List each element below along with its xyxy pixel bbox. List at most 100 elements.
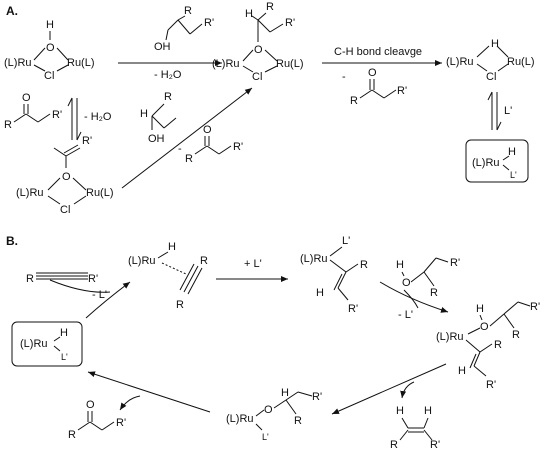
svg-text:OH: OH [148,133,165,145]
alkyne-joining-curve [49,279,111,293]
svg-text:R': R' [348,303,358,315]
svg-text:H: H [508,146,516,158]
alcohol-reagent-b: H O R' R [396,257,460,299]
panel-b-label: B. [6,234,18,248]
svg-text:R': R' [530,301,540,313]
ch-cleavage-label: C-H bond cleavge [334,46,422,58]
arrow-a3 [121,87,253,189]
svg-text:R': R' [82,135,92,147]
svg-text:(L)Ru: (L)Ru [436,331,464,343]
alkene-release-arrow [400,381,415,399]
ru-alkoxide-complex: (L)Ru O H R' R L' [226,387,322,442]
svg-text:O: O [264,404,273,416]
ru-enolate-dimer: R' O (L)Ru Ru(L) Cl [16,135,114,216]
panel-a-label: A. [6,4,18,18]
svg-text:R: R [266,1,274,13]
svg-text:O: O [22,92,31,104]
svg-text:R: R [200,255,208,267]
alcohol-joining-curve [403,289,419,309]
svg-text:Ru(L): Ru(L) [86,187,114,199]
alcohol-reagent-2: R H OH [140,91,177,145]
svg-text:O: O [368,67,377,79]
equilibrium-arrows-right [487,91,502,131]
svg-text:O: O [254,44,263,56]
ru-hydroxo-dimer: H O (L)Ru Ru(L) Cl [4,19,95,82]
svg-text:O: O [480,321,489,333]
equilibrium-arrows-left [67,97,82,141]
svg-text:R: R [26,273,34,285]
svg-text:H: H [316,287,324,299]
svg-text:R': R' [312,391,322,403]
arrow-b5 [87,371,211,413]
minus-l-1: - L' [92,289,107,301]
svg-text:L': L' [61,352,68,362]
svg-text:H: H [424,405,432,417]
ru-alkoxo-dimer: R H R' O (L)Ru Ru(L) Cl [212,1,304,83]
svg-text:O: O [203,124,212,136]
svg-text:R: R [294,415,302,427]
boxed-ru-hydride-b: (L)Ru H L' [11,321,83,367]
svg-text:O: O [62,171,71,183]
ru-vinyl-complex: (L)Ru L' R H R' [300,235,368,315]
svg-text:L': L' [510,170,517,180]
plus-l-label: + L' [244,258,262,270]
svg-text:-: - [342,71,346,83]
ketone-product: O R R' [68,399,126,441]
svg-text:R: R [350,95,358,107]
svg-text:R': R' [430,439,440,451]
svg-text:Cl: Cl [486,71,496,83]
alkene-product: H H R R' [390,405,440,451]
svg-text:Ru(L): Ru(L) [507,56,535,68]
svg-text:R': R' [88,273,98,285]
svg-text:(L)Ru: (L)Ru [446,56,474,68]
svg-text:R: R [4,119,12,131]
minus-water-1: - H₂O [154,69,182,81]
svg-text:H: H [458,365,466,377]
svg-text:R': R' [285,17,295,29]
alkyne: R R' [26,272,98,285]
svg-text:O: O [46,42,55,54]
arrow-b4 [331,363,447,415]
svg-text:R': R' [204,17,214,29]
svg-text:(L)Ru: (L)Ru [20,338,48,350]
ligand-l-label: L' [504,105,512,117]
svg-text:H: H [396,259,404,271]
svg-text:R': R' [450,257,460,269]
svg-text:(L)Ru: (L)Ru [128,255,156,267]
svg-text:R: R [360,259,368,271]
svg-text:(L)Ru: (L)Ru [16,187,44,199]
minus-water-2: - H₂O [84,111,112,123]
svg-text:H: H [281,387,289,399]
svg-text:Cl: Cl [44,70,54,82]
svg-text:H: H [476,303,484,315]
svg-text:H: H [60,327,68,339]
svg-text:R': R' [52,109,62,121]
svg-text:Ru(L): Ru(L) [67,57,95,69]
svg-text:R': R' [397,85,407,97]
svg-text:L': L' [342,235,350,247]
svg-text:Ru(L): Ru(L) [276,58,304,70]
svg-text:R: R [164,91,172,103]
boxed-ru-hydride-a: (L)Ru H L' [465,139,529,183]
svg-text:R: R [512,329,520,341]
svg-text:H: H [140,108,148,120]
svg-text:(L)Ru: (L)Ru [300,253,328,265]
svg-text:R: R [184,5,192,17]
svg-text:(L)Ru: (L)Ru [212,58,240,70]
ketone-byproduct-1: - O R R' [342,67,407,107]
svg-text:H: H [491,38,499,50]
svg-text:OH: OH [154,41,171,53]
svg-text:H: H [396,405,404,417]
ketone-byproduct-2: - O R R' [178,124,243,165]
svg-text:R: R [390,439,398,451]
svg-text:O: O [402,277,411,289]
svg-text:H: H [46,19,54,31]
svg-text:O: O [86,399,95,411]
svg-text:Cl: Cl [60,204,70,216]
minus-l-2: - L' [398,309,413,321]
svg-text:Cl: Cl [252,71,262,83]
svg-text:H: H [245,8,253,20]
svg-text:R': R' [116,417,126,429]
